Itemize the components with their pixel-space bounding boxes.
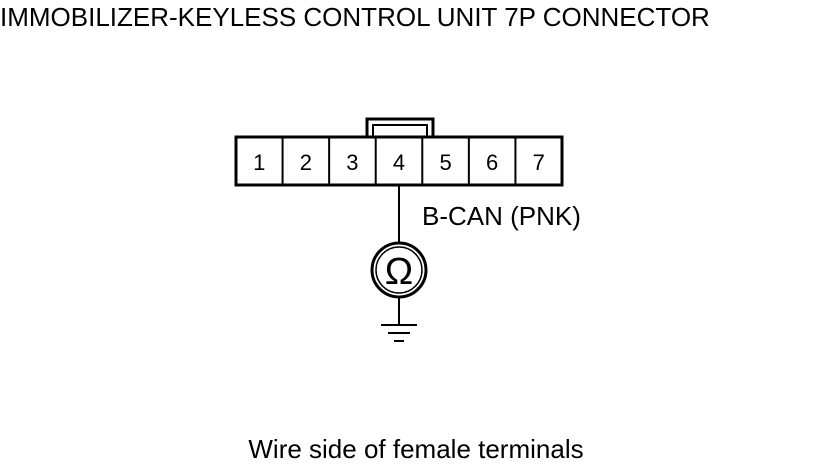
pin-label-1: 1: [253, 150, 265, 175]
meter-symbol: Ω: [385, 251, 413, 293]
pin-label-7: 7: [533, 150, 545, 175]
ground-icon: [381, 324, 417, 342]
connector-caption: Wire side of female terminals: [248, 434, 584, 464]
pin-label-2: 2: [300, 150, 312, 175]
pin-label-4: 4: [393, 150, 405, 175]
connector-pins: 1 2 3 4 5 6 7: [253, 137, 545, 185]
wire-label: B-CAN (PNK): [422, 201, 581, 231]
ohmmeter-icon: Ω: [370, 241, 428, 299]
diagram-title: IMMOBILIZER-KEYLESS CONTROL UNIT 7P CONN…: [0, 2, 710, 32]
connector-body: [234, 135, 564, 187]
connector-lock-tab: [365, 117, 435, 140]
pin-label-6: 6: [486, 150, 498, 175]
pin-label-3: 3: [346, 150, 358, 175]
pin-label-5: 5: [439, 150, 451, 175]
